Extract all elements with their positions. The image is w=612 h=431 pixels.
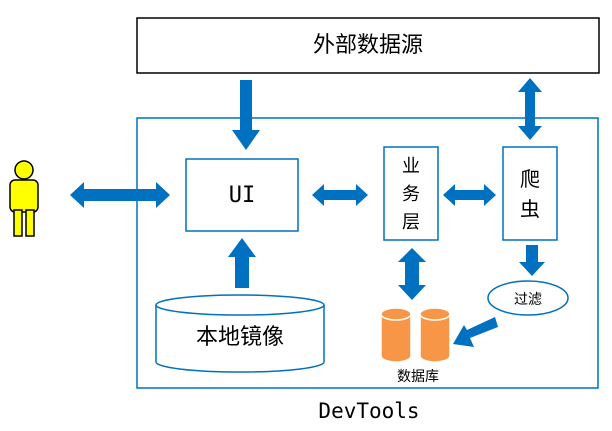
arrow-external-ui — [232, 80, 260, 150]
arrow-crawler-filter — [519, 245, 545, 276]
arrow-external-crawler — [518, 78, 542, 140]
database-label: 数据库 — [397, 369, 439, 385]
arrow-mirror-ui — [228, 238, 256, 288]
external-data-source-node: 外部数据源 — [136, 17, 600, 74]
crawler-node: 爬 虫 — [502, 146, 558, 241]
arrow-filter-database — [453, 317, 498, 347]
filter-label: 过滤 — [514, 292, 542, 308]
ui-label: UI — [229, 183, 256, 208]
person-icon — [9, 160, 39, 237]
arrow-business-crawler — [443, 184, 496, 206]
filter-node: 过滤 — [487, 280, 569, 316]
local-mirror-node: 本地镜像 — [155, 294, 325, 373]
database-cylinders-icon — [380, 307, 451, 363]
business-layer-label-2: 务 — [402, 184, 420, 205]
arrow-ui-business — [312, 184, 368, 206]
crawler-label-1: 爬 — [520, 167, 540, 191]
ui-node: UI — [185, 158, 299, 232]
devtools-container — [136, 117, 599, 389]
devtools-label: DevTools — [318, 399, 419, 423]
crawler-label-2: 虫 — [520, 197, 540, 221]
local-mirror-label: 本地镜像 — [196, 325, 284, 350]
business-layer-label-3: 层 — [402, 212, 420, 233]
business-layer-node: 业 务 层 — [383, 146, 439, 241]
arrow-person-ui — [70, 182, 170, 208]
external-data-source-label: 外部数据源 — [313, 33, 423, 58]
business-layer-label-1: 业 — [402, 156, 420, 177]
arrow-business-database — [398, 248, 426, 300]
